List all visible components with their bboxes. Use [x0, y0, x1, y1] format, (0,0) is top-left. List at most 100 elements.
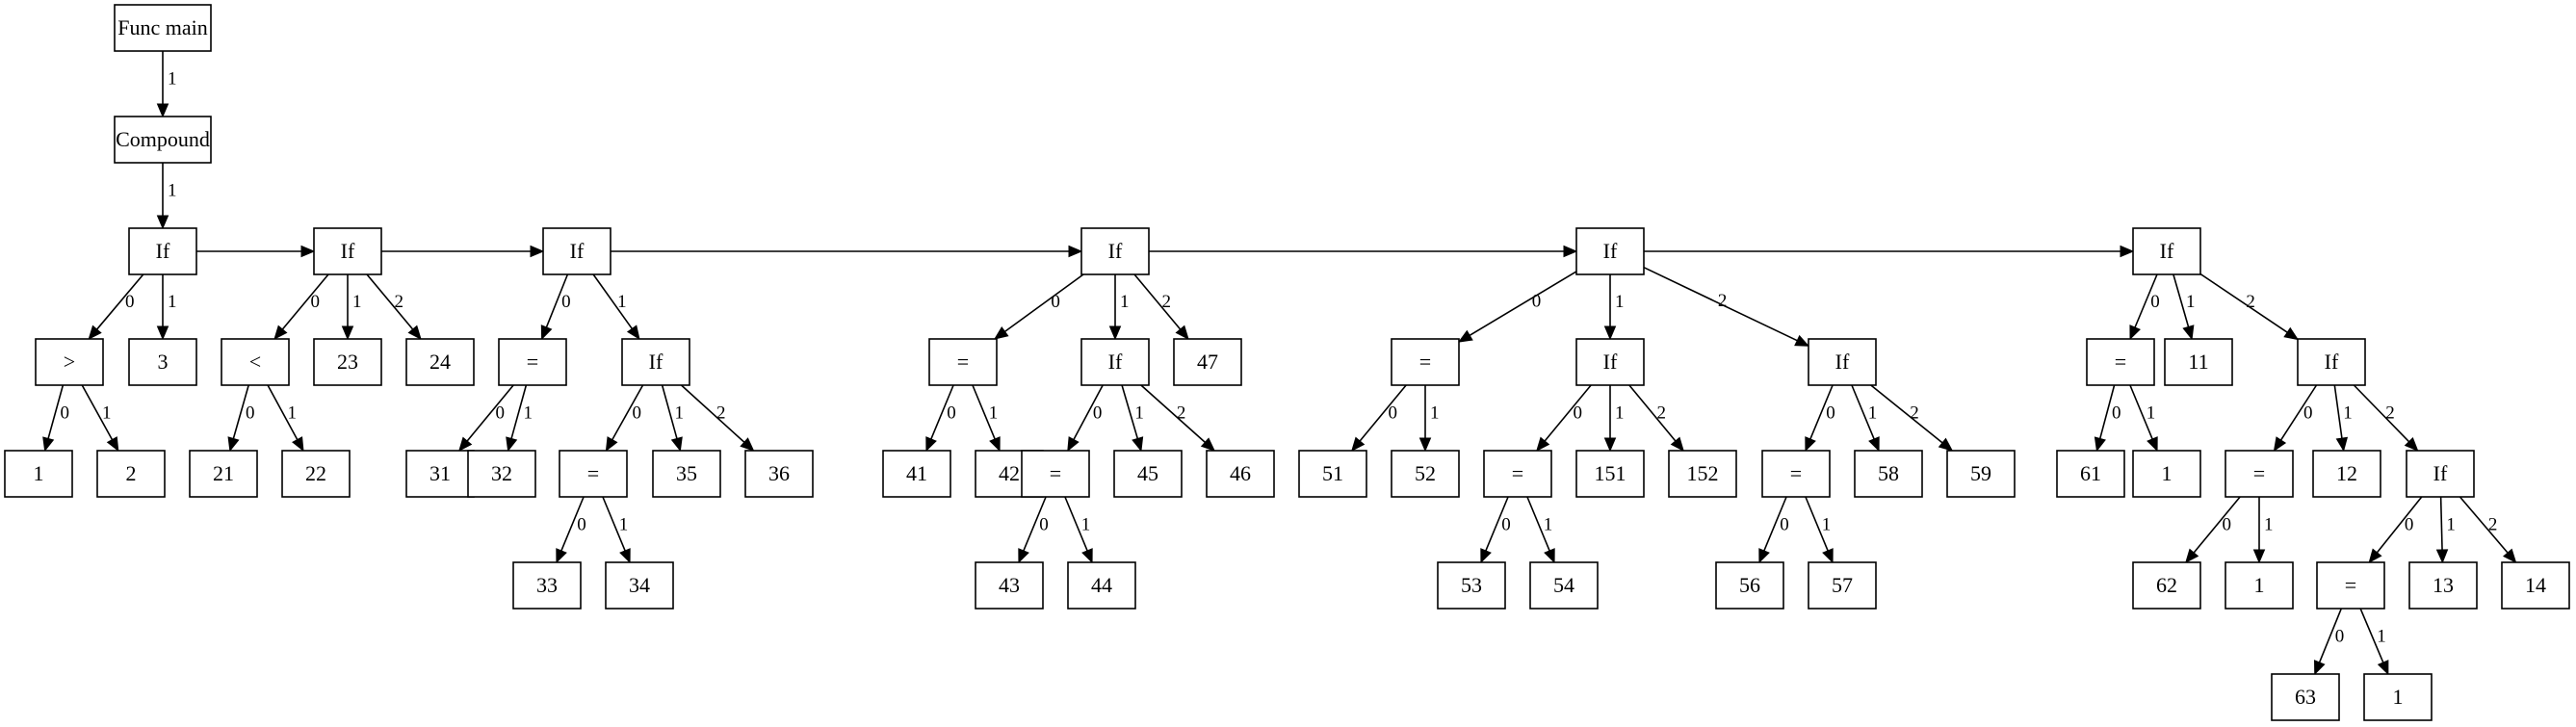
- node-if: If: [542, 227, 611, 275]
- arrowhead-icon: [42, 436, 55, 453]
- arrowhead-icon: [1068, 245, 1083, 258]
- node-box: [313, 227, 382, 275]
- node-label: If: [649, 350, 664, 374]
- edge-label: 2: [716, 403, 726, 424]
- node-label: If: [2433, 461, 2448, 485]
- node-box: [621, 338, 690, 386]
- node-if: If: [1808, 338, 1877, 386]
- node-box: [2056, 450, 2125, 498]
- node-label: =: [587, 461, 599, 485]
- node-label: 59: [1970, 461, 1991, 485]
- edge-if6-n11: 1: [2173, 273, 2195, 341]
- edge-label: 1: [1081, 515, 1091, 535]
- arrowhead-icon: [1108, 325, 1122, 341]
- edge-line: [602, 496, 626, 552]
- edge-if1-n3: 1: [156, 274, 177, 341]
- arrowhead-icon: [1938, 437, 1954, 452]
- node-label: 34: [629, 573, 650, 597]
- arrowhead-icon: [619, 548, 631, 564]
- node-label: =: [2345, 573, 2356, 597]
- edge-label: 2: [1162, 292, 1172, 312]
- edge-if3b-n35: 1: [661, 384, 684, 453]
- edge-if3b-n36: 2: [680, 384, 755, 452]
- node-box: [2501, 561, 2570, 610]
- node-label: =: [527, 350, 538, 374]
- edge-label: 1: [168, 181, 177, 201]
- node-box: [1067, 561, 1136, 610]
- node-label: 54: [1553, 573, 1574, 597]
- edge-line: [2098, 384, 2116, 439]
- node-equals: =: [498, 338, 567, 386]
- node-13: 13: [2408, 561, 2478, 610]
- node-label: 51: [1322, 461, 1343, 485]
- node-32: 32: [467, 450, 536, 498]
- node-box: [4, 450, 73, 498]
- edge-label: 0: [310, 292, 320, 312]
- edge-line: [1809, 384, 1834, 440]
- arrowhead-icon: [2377, 660, 2389, 676]
- node-box: [1391, 338, 1460, 386]
- node-label: =: [1050, 461, 1061, 485]
- arrowhead-icon: [740, 437, 755, 452]
- arrowhead-icon: [458, 436, 473, 452]
- edge-if4-if4b: 1: [1108, 274, 1130, 341]
- edge-label: 0: [2335, 627, 2345, 647]
- node-box: [281, 450, 351, 498]
- node-2: 2: [96, 450, 166, 498]
- node-label: =: [1512, 461, 1523, 485]
- edge-line: [1004, 273, 1084, 332]
- node-box: [1575, 338, 1645, 386]
- node-label: =: [1419, 350, 1431, 374]
- edge-line: [661, 384, 678, 439]
- node-label: If: [1108, 350, 1123, 374]
- edge-line: [545, 273, 569, 328]
- node-label: 56: [1739, 573, 1760, 597]
- edge-if5-if5b: 1: [1603, 274, 1625, 341]
- arrowhead-icon: [273, 325, 288, 340]
- node-label: If: [156, 239, 170, 263]
- node-box: [96, 450, 166, 498]
- arrowhead-icon: [626, 325, 640, 341]
- node-if: If: [313, 227, 382, 275]
- edge-label: 1: [1120, 292, 1130, 312]
- node-label: 22: [305, 461, 326, 485]
- arrowhead-icon: [292, 436, 304, 453]
- node-box: [1761, 450, 1831, 498]
- node-box: [2225, 561, 2294, 610]
- edge-if4b-n45: 1: [1121, 384, 1144, 453]
- edge-line: [1544, 384, 1592, 442]
- edge-label: 0: [1826, 403, 1835, 424]
- edge-eq4b-n43: 0: [1018, 496, 1049, 564]
- edge-if4-n47: 2: [1133, 273, 1189, 340]
- edge-eq5b-n54: 1: [1526, 496, 1555, 564]
- arrowhead-icon: [1175, 325, 1189, 340]
- edge-line: [1140, 384, 1206, 443]
- node-box: [1298, 450, 1367, 498]
- edge-line: [1121, 384, 1139, 439]
- node-box: [2406, 450, 2475, 498]
- edge-if2-lt: 0: [273, 273, 329, 340]
- node-box: [1808, 338, 1877, 386]
- node-label: 1: [34, 461, 44, 485]
- node-box: [35, 338, 104, 386]
- node-label: 1: [2254, 573, 2265, 597]
- edge-label: 0: [1051, 292, 1060, 312]
- node-1: 1: [2225, 561, 2294, 610]
- node-box: [2363, 673, 2433, 721]
- edge-line: [47, 384, 65, 439]
- edge-line: [1643, 266, 1798, 342]
- node-compound: Compound: [114, 116, 212, 164]
- node-equals: =: [1391, 338, 1460, 386]
- edge-eq3-n32: 1: [506, 384, 533, 453]
- arrowhead-icon: [2147, 436, 2158, 453]
- edge-label: 0: [947, 403, 956, 424]
- node-36: 36: [744, 450, 814, 498]
- node-box: [128, 227, 197, 275]
- edge-if5c-n58: 1: [1851, 384, 1880, 453]
- node-equals: =: [2316, 561, 2385, 610]
- edge-line: [510, 384, 528, 439]
- edge-label: 1: [989, 403, 999, 424]
- node-less-than: <: [221, 338, 290, 386]
- node-equals: =: [1761, 450, 1831, 498]
